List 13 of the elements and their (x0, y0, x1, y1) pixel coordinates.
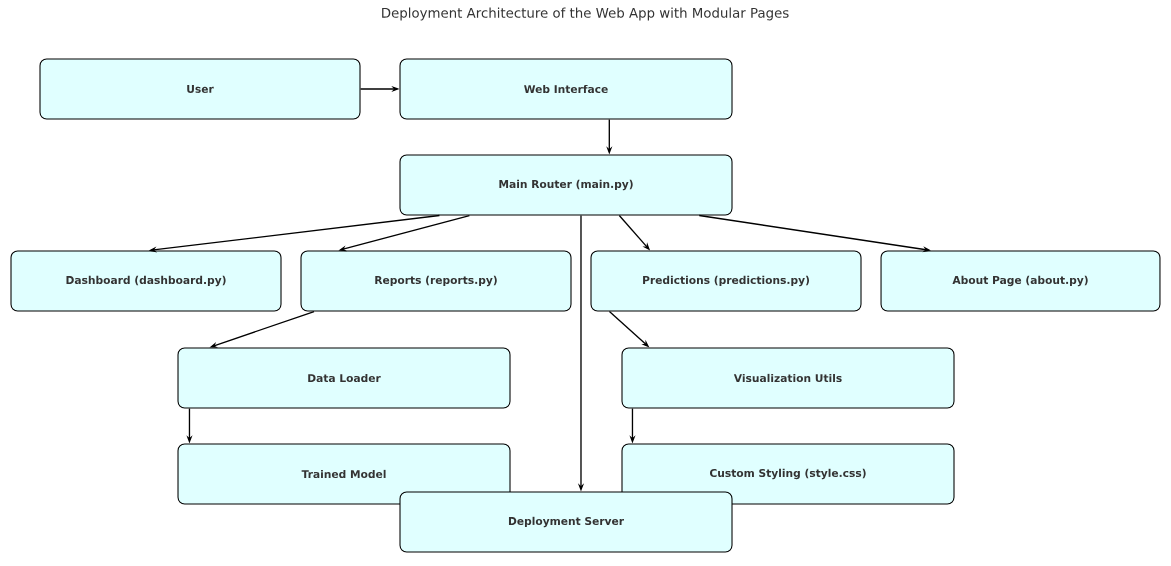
process-box: Data Loader (177, 347, 511, 409)
process-box: Trained Model (177, 443, 511, 505)
process-box: Reports (reports.py) (300, 250, 572, 312)
process-box: Deployment Server (399, 491, 733, 553)
process-box: About Page (about.py) (880, 250, 1161, 312)
process-box: Web Interface (399, 58, 733, 120)
process-box: Predictions (predictions.py) (590, 250, 862, 312)
process-box: Visualization Utils (621, 347, 955, 409)
process-box: Custom Styling (style.css) (621, 443, 955, 505)
process-box: Main Router (main.py) (399, 154, 733, 216)
process-box: Dashboard (dashboard.py) (10, 250, 282, 312)
process-box: User (39, 58, 361, 120)
diagram-title: Deployment Architecture of the Web App with Modular Pages (382, 7, 789, 21)
